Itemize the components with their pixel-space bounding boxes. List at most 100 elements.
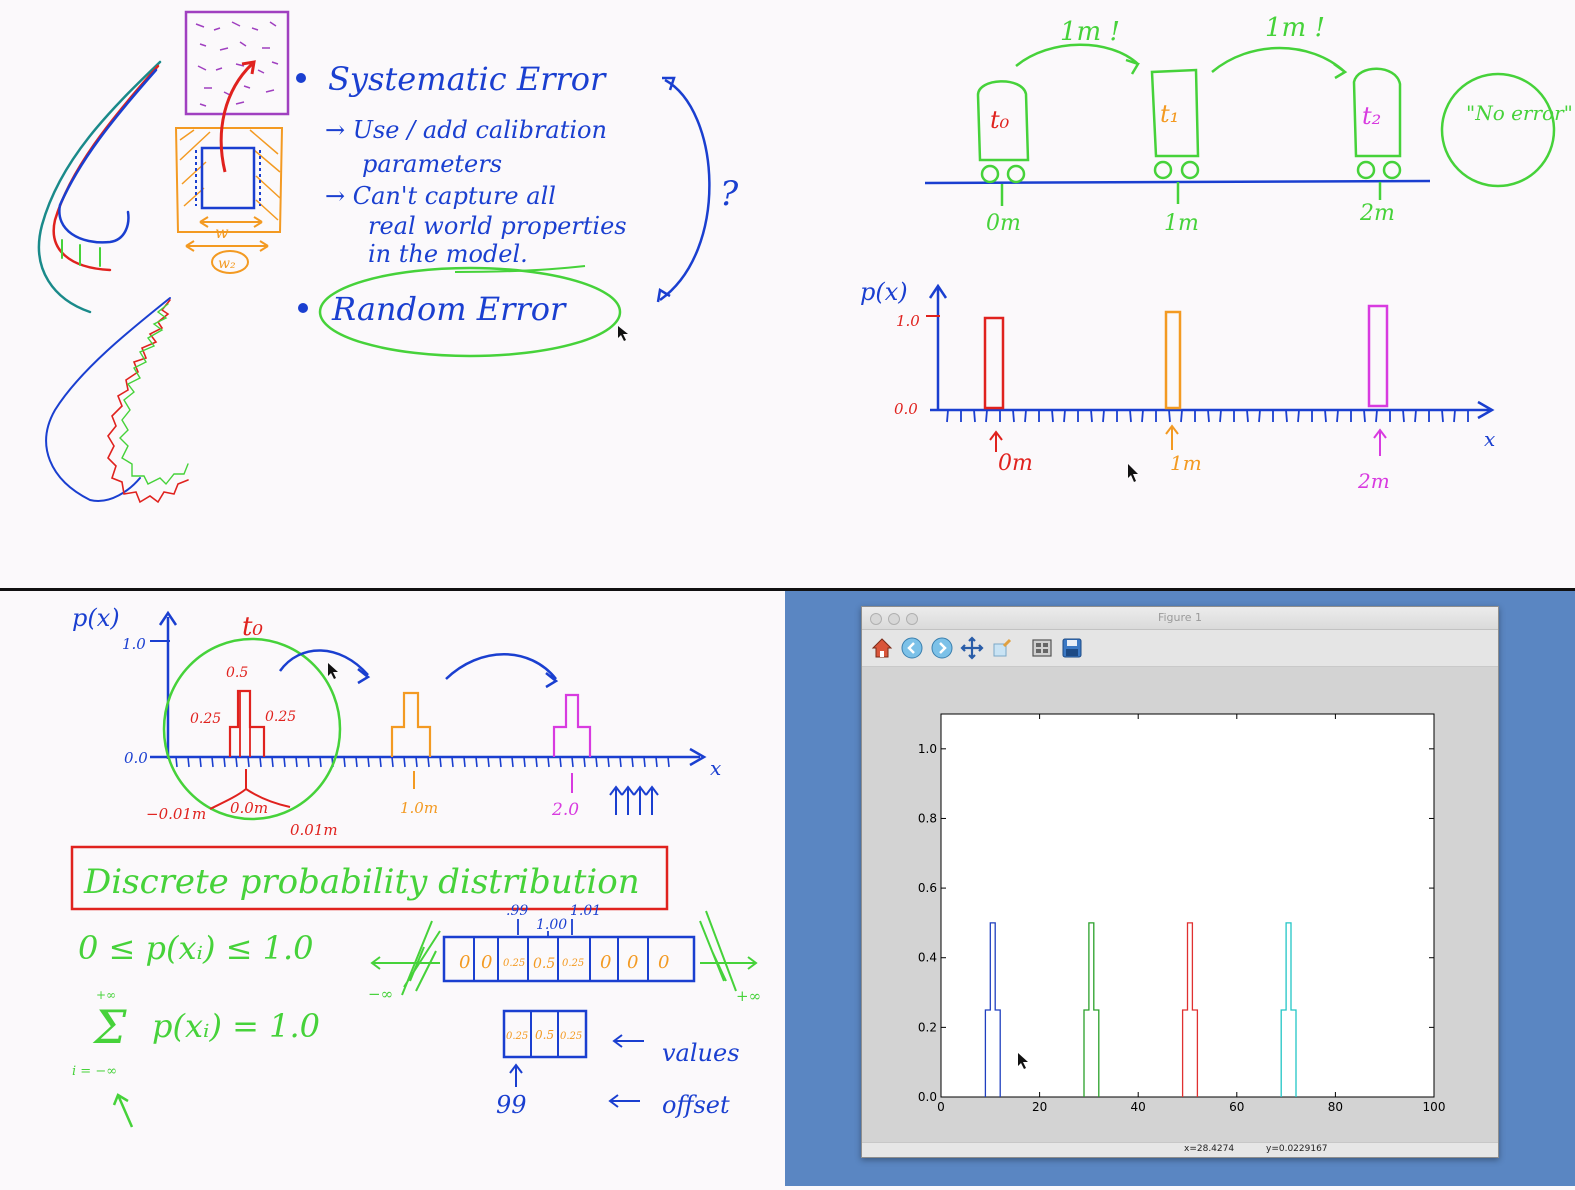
axis-tick: [223, 756, 226, 768]
values-array-dividers: [530, 1011, 559, 1057]
question-mark: ?: [720, 174, 739, 214]
mouse-cursor-icon: [328, 663, 338, 679]
arrow-label-1m: 1m: [1170, 451, 1202, 475]
sum-lower-limit: i = −∞: [72, 1064, 117, 1079]
x-label-neg: −0.01m: [146, 805, 206, 823]
series-line-4: [1280, 922, 1297, 1097]
axis-tick: [271, 756, 274, 768]
back-icon[interactable]: [900, 636, 924, 660]
mouse-cursor-icon: [1018, 1053, 1028, 1069]
cursor-x-readout: x=28.4274: [1184, 1144, 1235, 1154]
axis-tick: [973, 409, 976, 423]
zoom-icon[interactable]: [990, 636, 1014, 660]
configure-subplots-icon[interactable]: [1030, 636, 1054, 660]
move-arrow-2: [445, 653, 559, 689]
width-label-w: w: [215, 223, 229, 242]
axis-tick: [985, 409, 988, 423]
axis-tick: [1324, 409, 1327, 423]
whiteboard-top-canvas: w w₂ Systematic Error → Use / add calibr…: [37, 10, 1573, 504]
axis-tick: [1168, 409, 1171, 423]
axis-tick: [343, 756, 346, 768]
axis-tick: [307, 756, 310, 768]
close-window-button[interactable]: [870, 613, 882, 625]
x-axis-label: x: [710, 756, 721, 780]
histogram-t0: [228, 689, 266, 757]
axis-tick: [355, 756, 358, 768]
relation-arc: [659, 78, 711, 302]
zoom-window-button[interactable]: [906, 613, 918, 625]
random-error-heading: Random Error: [331, 290, 567, 328]
histogram-t1: [390, 691, 432, 757]
bullet-dot: [296, 73, 306, 83]
axis-tick: [1102, 409, 1105, 423]
probability-bar-2m: [1367, 304, 1389, 408]
discrete-distribution-box: [70, 845, 669, 911]
array-cell-dividers: [473, 937, 649, 981]
hop-label-1: 1m !: [1060, 17, 1120, 47]
y-axis-arrow: [158, 610, 178, 626]
axis-tick: [1414, 409, 1417, 423]
y-tick-label: 0.0: [918, 1090, 937, 1104]
x-tick-label: 20: [1032, 1100, 1047, 1114]
forward-icon[interactable]: [930, 636, 954, 660]
arrow-1m: [1165, 424, 1179, 450]
axis-tick: [946, 409, 949, 423]
probability-bar-1m: [1164, 310, 1182, 410]
axis-tick: [643, 756, 646, 768]
peak-label: 0.5: [226, 665, 248, 681]
axis-tick: [1363, 409, 1366, 423]
whiteboard-bottom-canvas: p(x) 1.0 0.0 x t₀ 0.5 0.25 0.25 −0.01m 0…: [70, 604, 761, 1128]
axis-tick: [415, 756, 418, 768]
values-cell: 0.25: [560, 1031, 582, 1042]
figure-window: Figure 1: [861, 606, 1499, 1158]
array-cell: 0: [481, 952, 492, 973]
time-label-t0: t₀: [990, 106, 1010, 134]
axis-tick: [379, 756, 382, 768]
no-error-note: "No error": [1466, 101, 1573, 125]
axis-tick: [1285, 409, 1288, 423]
axis-tick: [1012, 409, 1015, 423]
sum-expression: p(xᵢ) = 1.0: [152, 1007, 320, 1045]
pan-icon[interactable]: [960, 636, 984, 660]
series-line-1: [984, 922, 1001, 1097]
whiteboard-top-panel: w w₂ Systematic Error → Use / add calibr…: [0, 0, 1575, 588]
home-icon[interactable]: [870, 636, 894, 660]
note-arrow: [112, 1093, 134, 1128]
position-label-0m: 0m: [986, 211, 1021, 236]
arrow-label-0m: 0m: [998, 451, 1033, 476]
axes-frame: [940, 713, 1435, 1098]
axis-tick: [451, 756, 454, 768]
systematic-note-1: → Use / add calibration: [325, 116, 607, 144]
axis-tick: [367, 756, 370, 768]
series-line-2: [1083, 922, 1100, 1097]
infinity-hatching: [401, 910, 737, 996]
discrete-distribution-title: Discrete probability distribution: [83, 862, 640, 902]
desktop-background: Figure 1: [785, 591, 1575, 1186]
axis-tick: [571, 756, 574, 768]
noisy-curve-sketch: [45, 297, 189, 504]
axis-tick: [475, 756, 478, 768]
array-cell: 0: [459, 952, 470, 973]
window-titlebar[interactable]: Figure 1: [862, 607, 1498, 630]
axis-tick: [1402, 409, 1405, 423]
axis-tick: [487, 756, 490, 768]
y-tick-label-zero: 0.0: [124, 749, 148, 767]
systematic-note-3: → Can't capture all: [325, 182, 556, 210]
y-axis-arrow: [928, 283, 948, 299]
label-leaders: [209, 769, 291, 810]
array-index-label: 1.01: [570, 903, 601, 919]
y-tick-label-one: 1.0: [122, 635, 146, 653]
values-cell: 0.25: [506, 1031, 528, 1042]
arrow-2m: [1373, 428, 1387, 456]
minimize-window-button[interactable]: [888, 613, 900, 625]
axis-tick: [1090, 409, 1093, 423]
array-cell-values: 0 0 0.25 0.5 0.25 0 0 0: [459, 952, 669, 973]
sensor-sketch: [174, 10, 290, 274]
x-label-pos: 0.01m: [290, 821, 338, 839]
axis-tick: [1453, 409, 1456, 423]
save-icon[interactable]: [1060, 636, 1084, 660]
axis-tick: [259, 756, 262, 768]
axis-tick: [523, 756, 526, 768]
axis-tick: [535, 756, 538, 768]
